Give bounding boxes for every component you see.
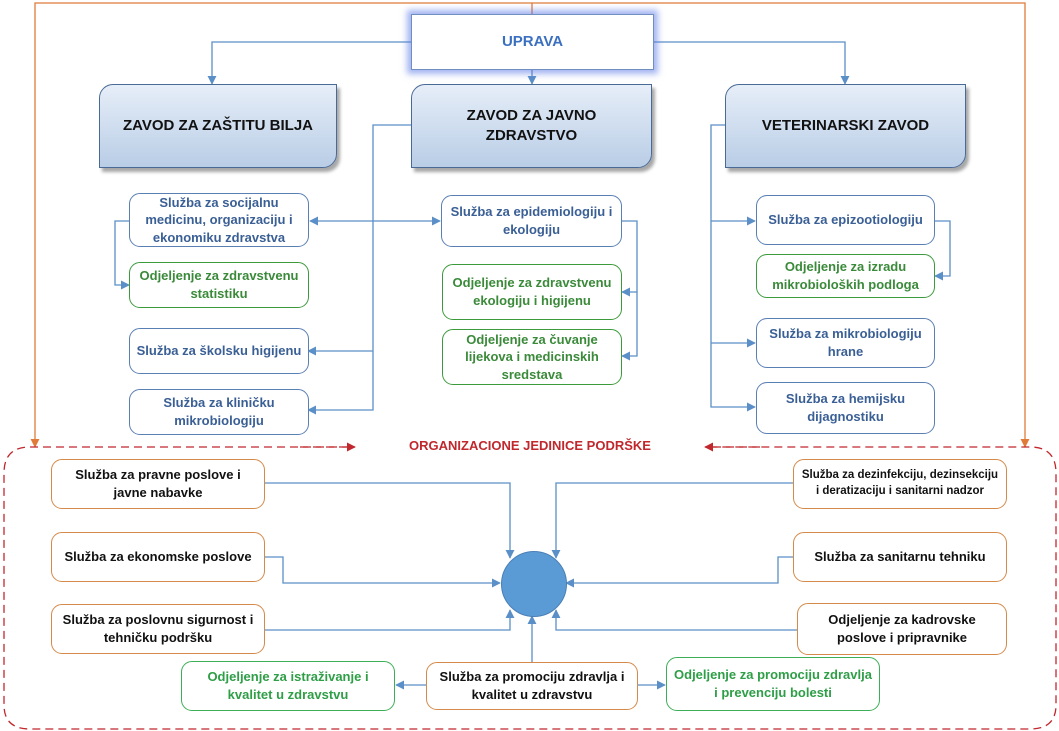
sluzba-pravni-poslovi: Služba za pravne poslove i javne nabavke	[51, 459, 265, 509]
odjeljenje-kadrovski-poslovi: Odjeljenje za kadrovske poslove i pripra…	[797, 603, 1007, 655]
odjeljenje-zdravstvena-ekologija: Odjeljenje za zdravstvenu ekologiju i hi…	[442, 264, 622, 320]
zavod-javno-zdravstvo: ZAVOD ZA JAVNO ZDRAVSTVO	[411, 84, 652, 168]
odjeljenje-istrazivanje-kvalitet: Odjeljenje za istraživanje i kvalitet u …	[181, 661, 395, 711]
sluzba-socijalna-medicina: Služba za socijalnu medicinu, organizaci…	[129, 193, 309, 247]
veterinarski-zavod: VETERINARSKI ZAVOD	[725, 84, 966, 168]
sluzba-epizootiologija: Služba za epizootiologiju	[756, 195, 935, 245]
sluzba-mikrobiologija-hrane: Služba za mikrobiologiju hrane	[756, 318, 935, 368]
zavod-zastita-bilja: ZAVOD ZA ZAŠTITU BILJA	[99, 84, 337, 168]
support-hub-circle	[501, 551, 567, 617]
odjeljenje-zdravstvena-statistika: Odjeljenje za zdravstvenu statistiku	[129, 262, 309, 308]
sluzba-poslovna-sigurnost: Služba za poslovnu sigurnost i tehničku …	[51, 604, 265, 654]
sluzba-skolska-higijena: Služba za školsku higijenu	[129, 328, 309, 374]
sluzba-sanitarna-tehnika: Služba za sanitarnu tehniku	[793, 532, 1007, 582]
odjeljenje-prevencija-bolesti: Odjeljenje za promociju zdravlja i preve…	[666, 657, 880, 711]
support-section-title: ORGANIZACIONE JEDINICE PODRŠKE	[409, 438, 651, 453]
sluzba-ekonomski-poslovi: Služba za ekonomske poslove	[51, 532, 265, 582]
sluzba-hemijska-dijagnostika: Služba za hemijsku dijagnostiku	[756, 382, 935, 434]
sluzba-epidemiologija: Služba za epidemiologiju i ekologiju	[441, 195, 622, 247]
sluzba-promocija-zdravlja: Služba za promociju zdravlja i kvalitet …	[426, 662, 638, 710]
uprava-box: UPRAVA	[411, 14, 654, 70]
sluzba-klinicka-mikrobiologija: Služba za kliničku mikrobiologiju	[129, 389, 309, 435]
odjeljenje-cuvanje-lijekova: Odjeljenje za čuvanje lijekova i medicin…	[442, 329, 622, 385]
odjeljenje-mikrobioloske-podloge: Odjeljenje za izradu mikrobioloških podl…	[756, 254, 935, 298]
sluzba-dezinfekcija: Služba za dezinfekciju, dezinsekciju i d…	[793, 459, 1007, 509]
